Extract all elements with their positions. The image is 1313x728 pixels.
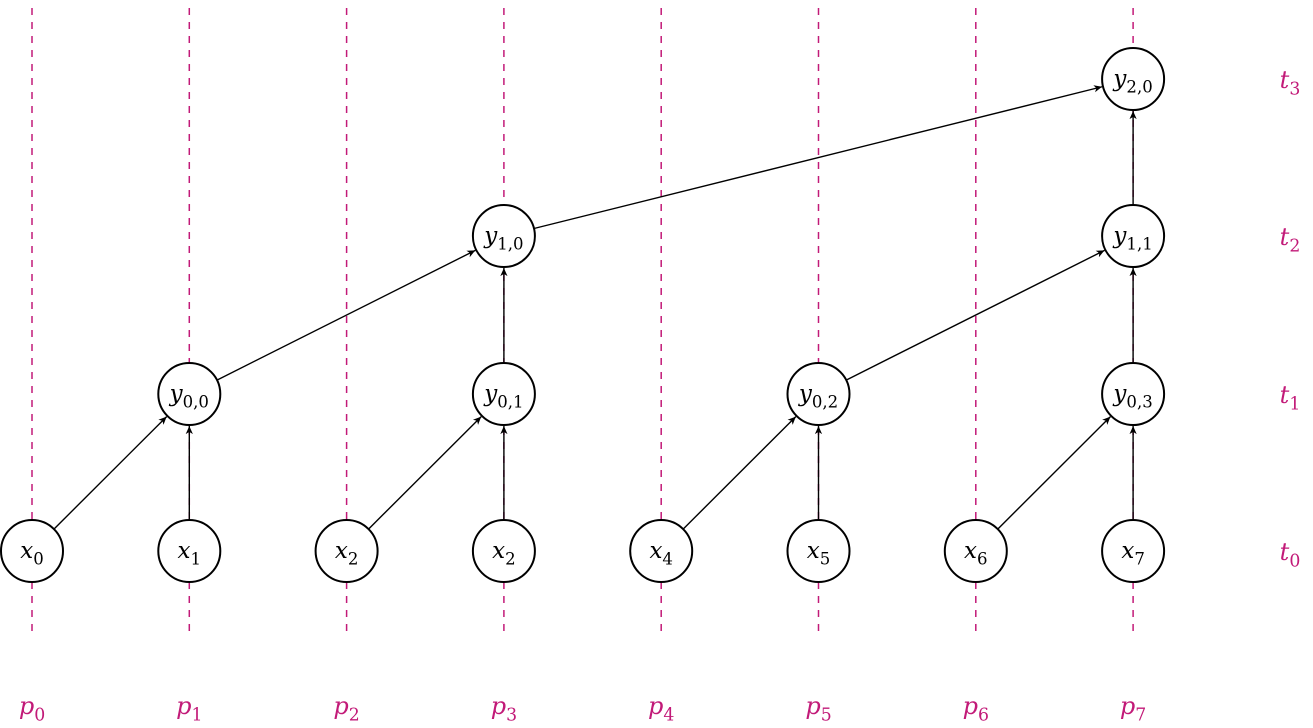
node-x7: x7 [1101, 519, 1166, 583]
node-label: y0,1 [483, 381, 523, 411]
node-label: y1,1 [1112, 223, 1152, 253]
nodes: x0 x1 x2 x2 x4 x5 x6 x7 y0,0 y0,1 y0,2 y0,3 y1,0 y1,1… [0, 47, 1166, 583]
processor-label: p5 [805, 692, 831, 726]
time-label: t3 [1280, 66, 1301, 100]
node-x0: x0 [0, 519, 64, 583]
node-label: x2 [335, 538, 359, 568]
node-y02: y0,2 [786, 362, 851, 426]
node-label: y0,0 [169, 381, 209, 411]
node-x6: x6 [943, 519, 1008, 583]
node-circle [1101, 362, 1166, 426]
node-circle [629, 519, 694, 583]
node-circle [1101, 204, 1166, 268]
processor-label: p1 [176, 692, 202, 726]
processor-label: p4 [648, 692, 674, 726]
node-circle [471, 204, 536, 268]
processor-label: p3 [491, 692, 517, 726]
edge-arrow [682, 416, 797, 530]
edge-arrow [533, 85, 1103, 230]
node-label: y1,0 [483, 223, 523, 253]
node-y11: y1,1 [1101, 204, 1166, 268]
node-label: y2,0 [1112, 66, 1152, 96]
node-label: x1 [178, 538, 202, 568]
edge-arrow [216, 249, 476, 381]
processor-label: p0 [19, 692, 45, 726]
node-y20: y2,0 [1101, 47, 1166, 111]
node-circle [314, 519, 379, 583]
node-circle [786, 362, 851, 426]
edges [53, 85, 1137, 530]
node-label: x2 [492, 538, 516, 568]
node-label: y0,2 [798, 381, 838, 411]
node-x5: x5 [786, 519, 851, 583]
edge-arrow [997, 416, 1111, 530]
node-x2b: x2 [471, 519, 536, 583]
node-circle [786, 519, 851, 583]
node-x2a: x2 [314, 519, 379, 583]
processor-label: p7 [1120, 692, 1146, 726]
processor-guides [31, 8, 1134, 632]
node-circle [471, 362, 536, 426]
edge-arrow [845, 249, 1105, 381]
node-label: x6 [964, 538, 988, 568]
node-x4: x4 [629, 519, 694, 583]
node-circle [1101, 47, 1166, 111]
node-circle [1101, 519, 1166, 583]
time-labels: t0 t1 t2 t3 [1280, 66, 1301, 572]
node-label: y0,3 [1112, 381, 1152, 411]
node-label: x4 [649, 538, 673, 568]
time-label: t0 [1280, 538, 1301, 572]
node-y10: y1,0 [471, 204, 536, 268]
node-label: x5 [807, 538, 831, 568]
node-y00: y0,0 [157, 362, 222, 426]
time-label: t2 [1280, 223, 1301, 257]
node-circle [0, 519, 64, 583]
edge-arrow [368, 416, 482, 530]
node-label: x0 [20, 538, 44, 568]
processor-label: p2 [333, 692, 359, 726]
node-y01: y0,1 [471, 362, 536, 426]
node-circle [157, 519, 222, 583]
node-circle [943, 519, 1008, 583]
time-label: t1 [1280, 381, 1301, 415]
node-label: x7 [1121, 538, 1145, 568]
processor-label: p6 [963, 692, 989, 726]
node-y03: y0,3 [1101, 362, 1166, 426]
edge-arrow [53, 416, 168, 530]
node-circle [157, 362, 222, 426]
node-circle [471, 519, 536, 583]
processor-labels: p0 p1 p2 p3 p4 p5 p6 p7 [19, 692, 1146, 726]
node-x1: x1 [157, 519, 222, 583]
